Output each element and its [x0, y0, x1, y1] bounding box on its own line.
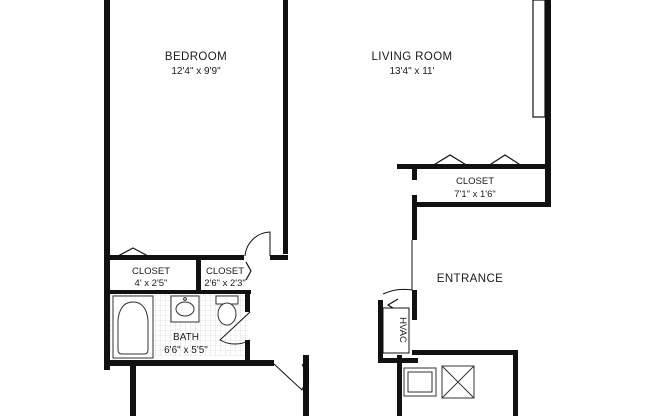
bedroom-dims: 12'4" x 9'9": [171, 66, 221, 77]
living-closet-dims: 7'1" x 1'6": [454, 189, 496, 200]
hvac-label: HVAC: [397, 317, 408, 343]
closet-b-label: CLOSET: [206, 266, 244, 277]
living-room-label: LIVING ROOM: [371, 51, 452, 63]
door-swings: [219, 231, 413, 391]
bath-dims: 6'6" x 5'5": [164, 345, 208, 356]
window: [532, 0, 546, 118]
bifold-doors: [117, 154, 523, 312]
sink: [175, 301, 195, 317]
living-room-dims: 13'4" x 11': [390, 66, 435, 77]
bath-fixtures: [112, 295, 239, 359]
kitchen-fixtures: [403, 365, 475, 399]
toilet-bowl: [217, 302, 237, 326]
closet-a-dims: 4' x 2'5": [135, 278, 168, 289]
tub-basin: [117, 301, 149, 355]
closet-a-label: CLOSET: [132, 266, 170, 277]
hvac-unit: [382, 307, 410, 354]
bath-label: BATH: [173, 332, 199, 343]
closet-b-dims: 2'6" x 2'3": [204, 278, 246, 289]
walls: [104, 0, 551, 416]
bedroom-label: BEDROOM: [165, 51, 227, 63]
entrance-label: ENTRANCE: [437, 273, 503, 285]
living-closet-label: CLOSET: [456, 176, 494, 187]
